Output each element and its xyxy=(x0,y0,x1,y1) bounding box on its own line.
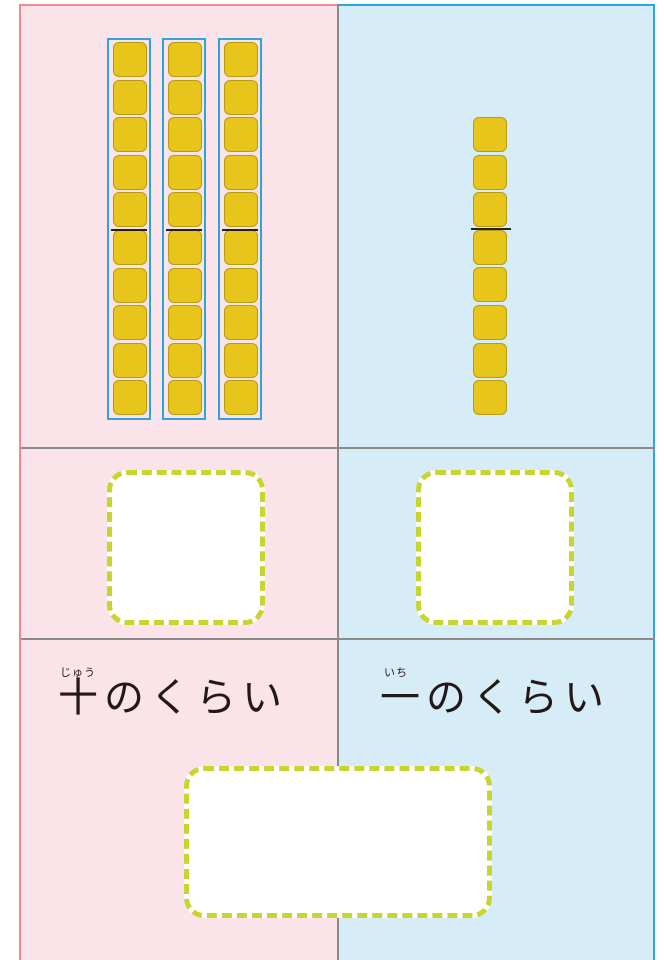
unit-cube xyxy=(113,192,147,228)
ones-place-label: 一のくらい xyxy=(380,675,610,721)
ones-cube-stack xyxy=(471,117,511,420)
unit-cube xyxy=(113,79,147,115)
unit-cube xyxy=(168,380,202,416)
unit-cube xyxy=(113,230,147,265)
unit-cube xyxy=(168,117,202,153)
tens-answer-box[interactable] xyxy=(107,470,265,625)
unit-cube xyxy=(224,380,258,416)
unit-cube xyxy=(224,79,258,115)
unit-cube xyxy=(473,229,507,265)
rod-midline xyxy=(111,229,147,231)
unit-cube xyxy=(224,305,258,341)
ones-answer-box[interactable] xyxy=(416,470,574,625)
ones-panel-border xyxy=(338,4,655,960)
unit-cube xyxy=(473,380,507,416)
unit-cube xyxy=(168,192,202,228)
unit-cube xyxy=(473,117,507,152)
unit-cube xyxy=(168,342,202,378)
unit-cube xyxy=(473,192,507,228)
row-divider-1 xyxy=(21,447,655,449)
unit-cube xyxy=(473,305,507,340)
unit-cube xyxy=(168,42,202,77)
unit-cube xyxy=(473,342,507,378)
unit-cube xyxy=(113,342,147,378)
center-divider xyxy=(337,4,339,960)
unit-cube xyxy=(168,79,202,115)
tens-place-label: 十のくらい xyxy=(58,675,288,721)
unit-cube xyxy=(113,154,147,190)
rod-midline xyxy=(471,228,511,230)
ten-rod xyxy=(162,38,206,420)
row-divider-2 xyxy=(21,638,655,640)
unit-cube xyxy=(224,117,258,153)
unit-cube xyxy=(224,230,258,265)
unit-cube xyxy=(224,192,258,228)
ones-ruby: いち xyxy=(384,666,408,679)
unit-cube xyxy=(168,154,202,190)
total-answer-box[interactable] xyxy=(184,766,492,918)
tens-panel-border xyxy=(19,4,339,960)
tens-ruby: じゅう xyxy=(60,666,96,679)
unit-cube xyxy=(168,267,202,303)
unit-cube xyxy=(113,42,147,77)
unit-cube xyxy=(168,230,202,265)
unit-cube xyxy=(473,267,507,303)
unit-cube xyxy=(473,154,507,190)
unit-cube xyxy=(113,117,147,153)
unit-cube xyxy=(224,42,258,77)
unit-cube xyxy=(168,305,202,341)
rod-midline xyxy=(222,229,258,231)
unit-cube xyxy=(113,380,147,416)
ten-rod xyxy=(218,38,262,420)
unit-cube xyxy=(113,305,147,341)
unit-cube xyxy=(113,267,147,303)
ten-rod xyxy=(107,38,151,420)
unit-cube xyxy=(224,267,258,303)
rod-midline xyxy=(166,229,202,231)
unit-cube xyxy=(224,154,258,190)
unit-cube xyxy=(224,342,258,378)
